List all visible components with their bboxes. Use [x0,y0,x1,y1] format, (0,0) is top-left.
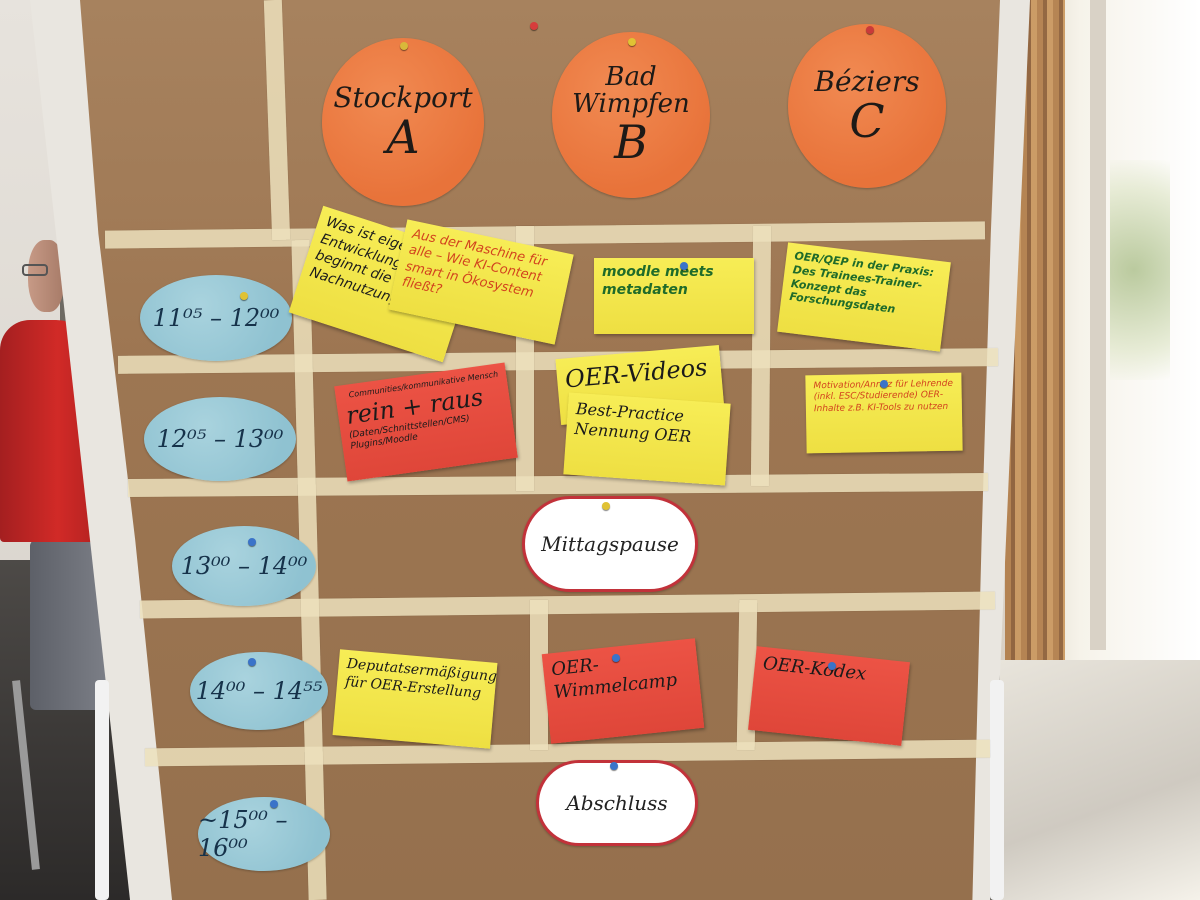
cloud-mittagspause: Mittagspause [522,496,698,592]
pin-icon [530,22,538,30]
board-leg-right [990,680,1004,900]
note-text: OER/QEP in der Praxis: Des Trainees-Trai… [788,249,935,317]
time-slot-1: 11⁰⁵ – 12⁰⁰ [140,275,292,361]
cloud-abschluss: Abschluss [536,760,698,846]
time-slot-5: ~15⁰⁰ – 16⁰⁰ [198,797,330,871]
location-circle-a: Stockport A [322,38,484,206]
pin-icon [828,662,836,670]
note-text: Best-Practice Nennung OER [573,398,692,447]
cloud-text: Mittagspause [541,532,679,556]
location-circle-c: Béziers C [788,24,946,188]
pin-icon [248,658,256,666]
note-text: Deputatsermäßigung für OER-Erstellung [344,655,498,702]
note-deputat: Deputatsermäßigung für OER-Erstellung [332,649,498,749]
location-letter: C [849,93,885,148]
time-slot-2: 12⁰⁵ – 13⁰⁰ [144,397,296,481]
window-frame [1090,0,1106,650]
pin-icon [400,42,408,50]
pin-icon [680,262,688,270]
outside-greenery [1110,160,1170,380]
board-leg-left [95,680,109,900]
location-circle-b: Bad Wimpfen B [552,32,710,198]
note-text: OER-Kodex [761,652,868,685]
location-name: Stockport [333,81,473,115]
location-letter: B [614,115,648,170]
location-letter: A [386,109,420,164]
tape-col-2-low [530,600,548,750]
pin-icon [240,292,248,300]
sunlit-floor [1000,660,1200,900]
pin-icon [610,762,618,770]
pin-icon [866,26,874,34]
note-oer-wimmelcamp: OER-Wimmelcamp [541,638,705,744]
note-text: OER-Wimmelcamp [550,654,679,703]
note-moodle-meets-metadaten: moodle meets metadaten [594,258,754,334]
time-slot-4: 14⁰⁰ – 14⁵⁵ [190,652,328,730]
pin-icon [602,502,610,510]
location-name: Bad Wimpfen [572,61,690,119]
note-text: moodle meets metadaten [602,264,714,298]
location-name: Béziers [814,65,920,99]
note-best-practice: Best-Practice Nennung OER [563,392,731,486]
cloud-text: Abschluss [566,791,668,815]
time-slot-3: 13⁰⁰ – 14⁰⁰ [172,526,316,606]
pin-icon [612,654,620,662]
note-text: OER-Videos [564,353,709,394]
note-oer-kodex: OER-Kodex [748,646,910,746]
pin-icon [248,538,256,546]
glasses-icon [22,264,48,276]
pin-icon [880,380,888,388]
pin-icon [628,38,636,46]
pin-icon [270,800,278,808]
